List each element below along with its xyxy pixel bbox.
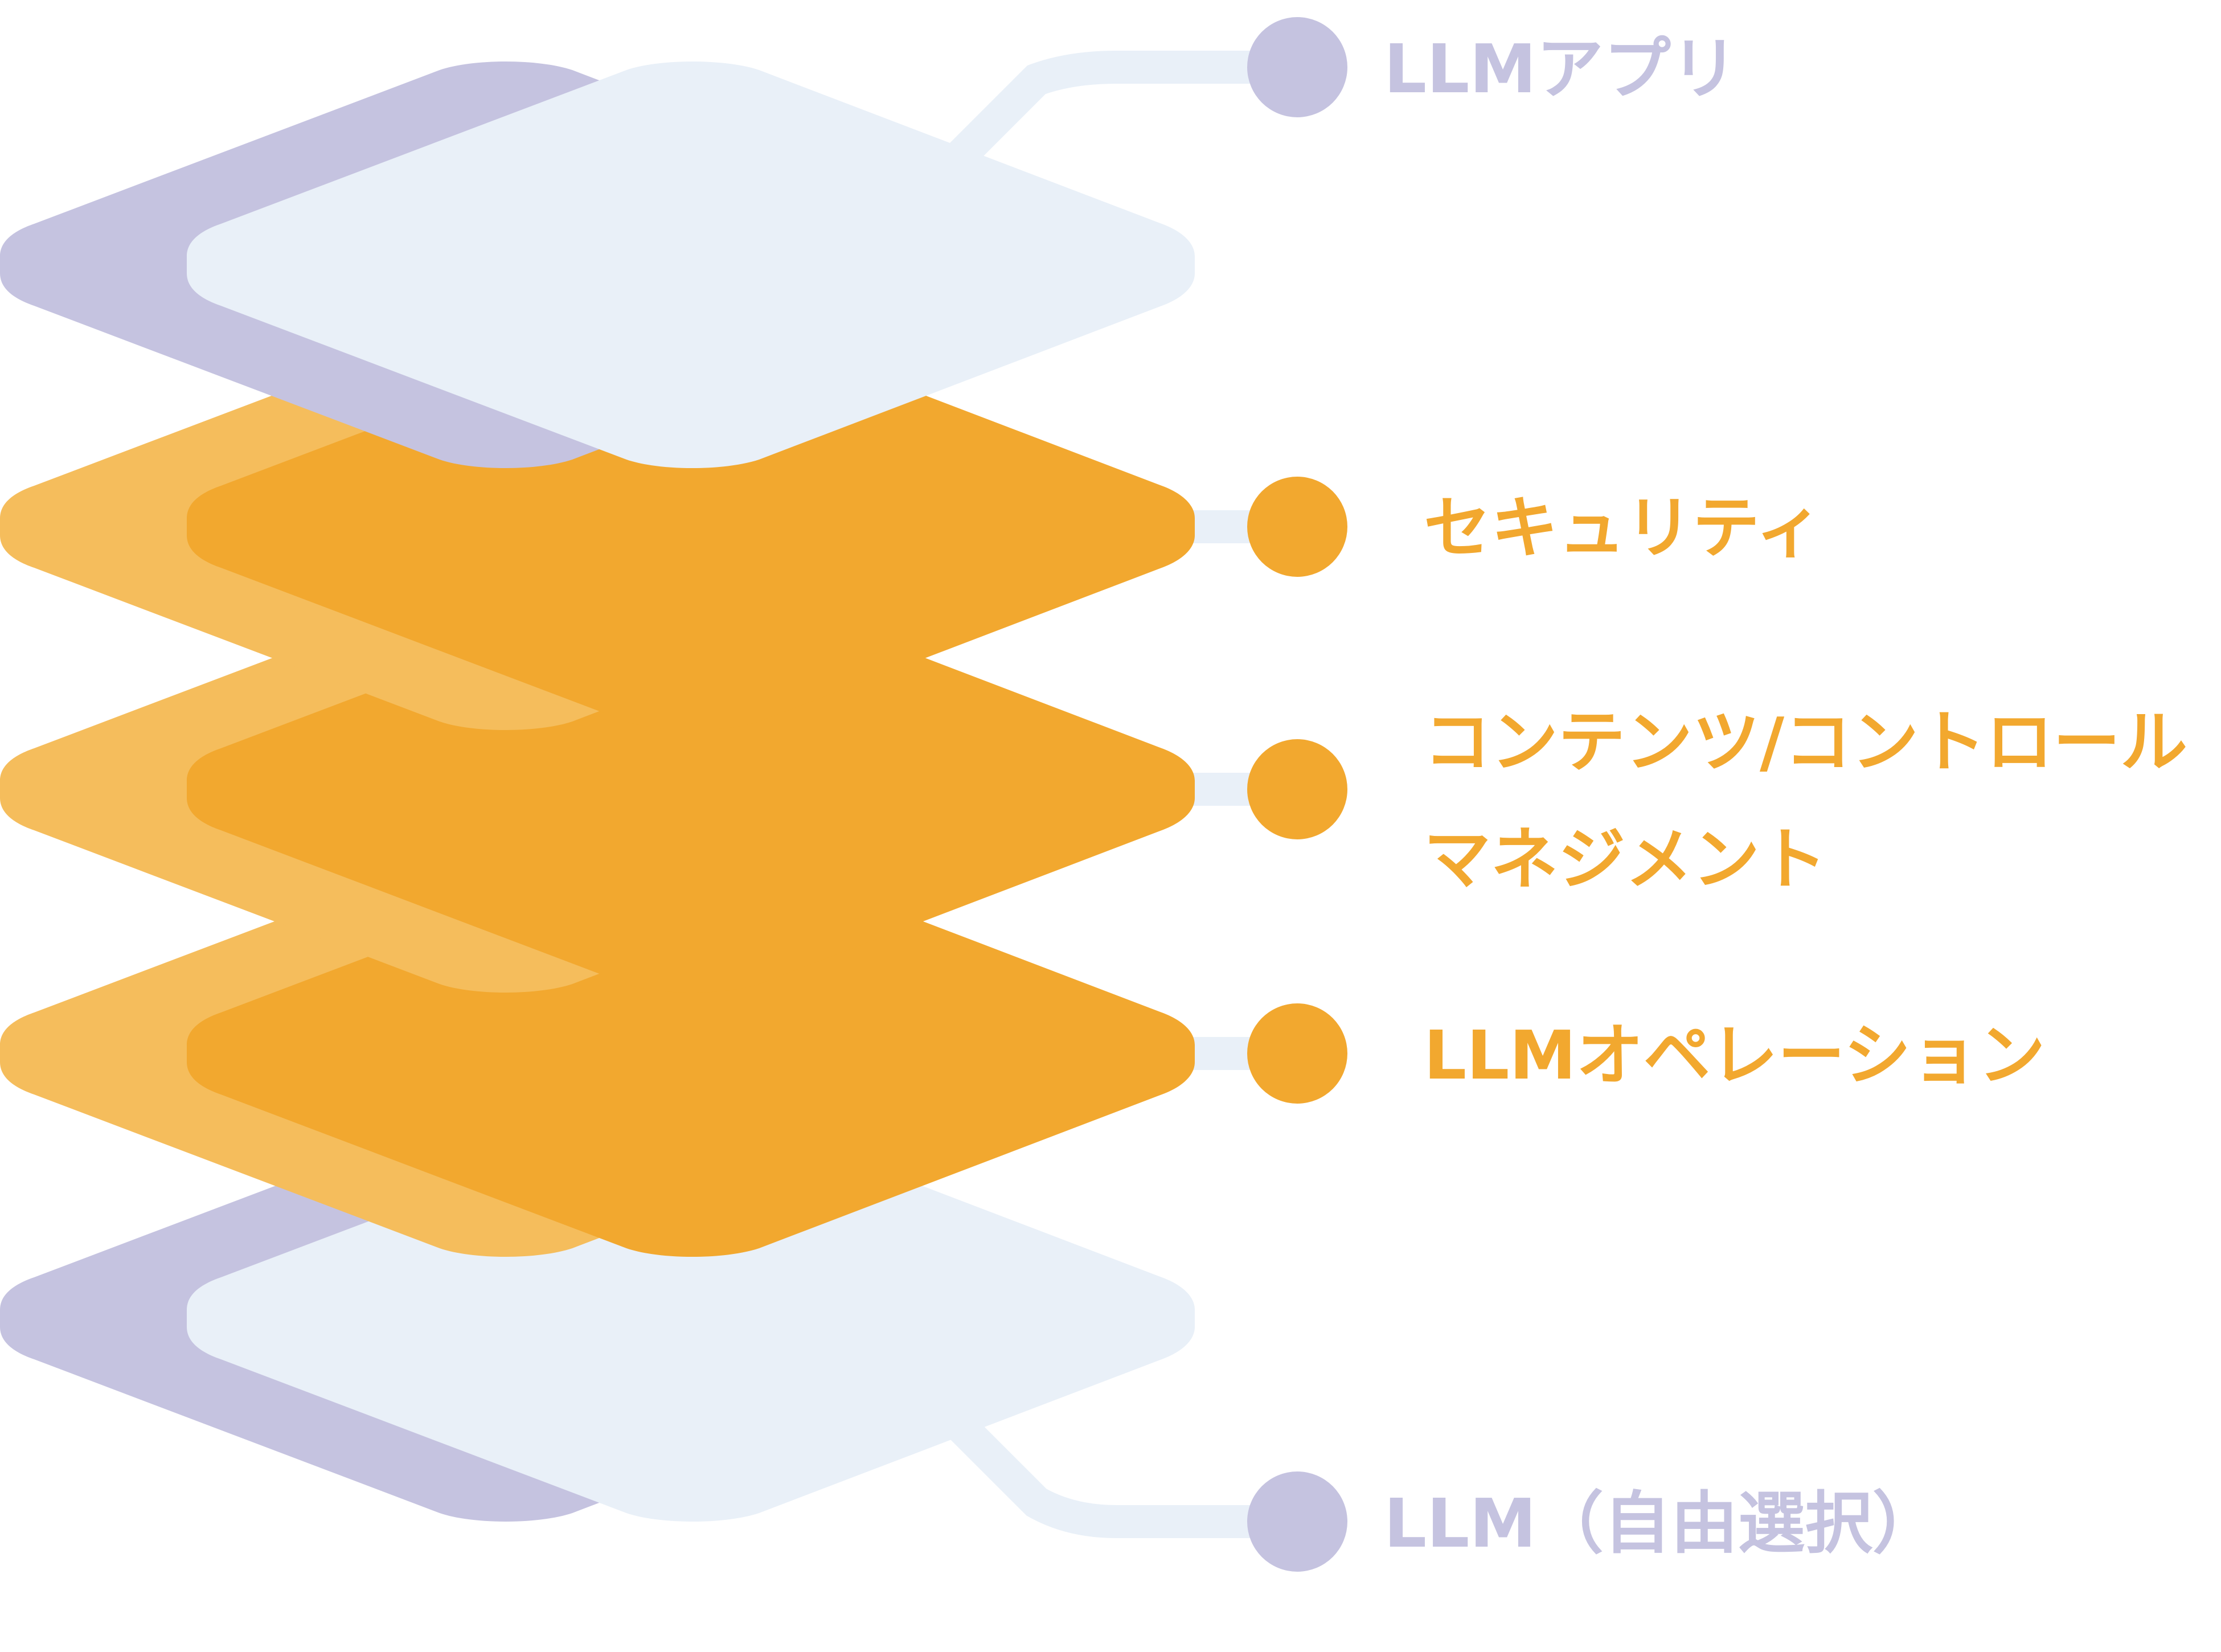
label-llm-operations: LLMオペレーション xyxy=(1424,1016,2045,1094)
dot-llm-operations xyxy=(1247,1003,1347,1104)
label-llm-free: LLM（自由選択） xyxy=(1384,1484,1940,1563)
label-content-control-line2: マネジメント xyxy=(1424,820,1827,899)
dot-llm-free xyxy=(1247,1471,1347,1572)
connector-dots xyxy=(1247,17,1347,1572)
connector-llm-free xyxy=(888,1354,1293,1538)
dot-security xyxy=(1247,477,1347,577)
label-security: セキュリティ xyxy=(1424,489,1823,567)
connector-llm-app xyxy=(888,51,1293,228)
dot-content-control xyxy=(1247,739,1347,839)
label-llm-app: LLMアプリ xyxy=(1384,30,1738,108)
dot-llm-app xyxy=(1247,17,1347,117)
label-content-control-line1: コンテンツ/コントロール xyxy=(1424,703,2187,781)
layer-labels: LLMアプリ セキュリティ コンテンツ/コントロール マネジメント LLMオペレ… xyxy=(1384,30,2187,1563)
